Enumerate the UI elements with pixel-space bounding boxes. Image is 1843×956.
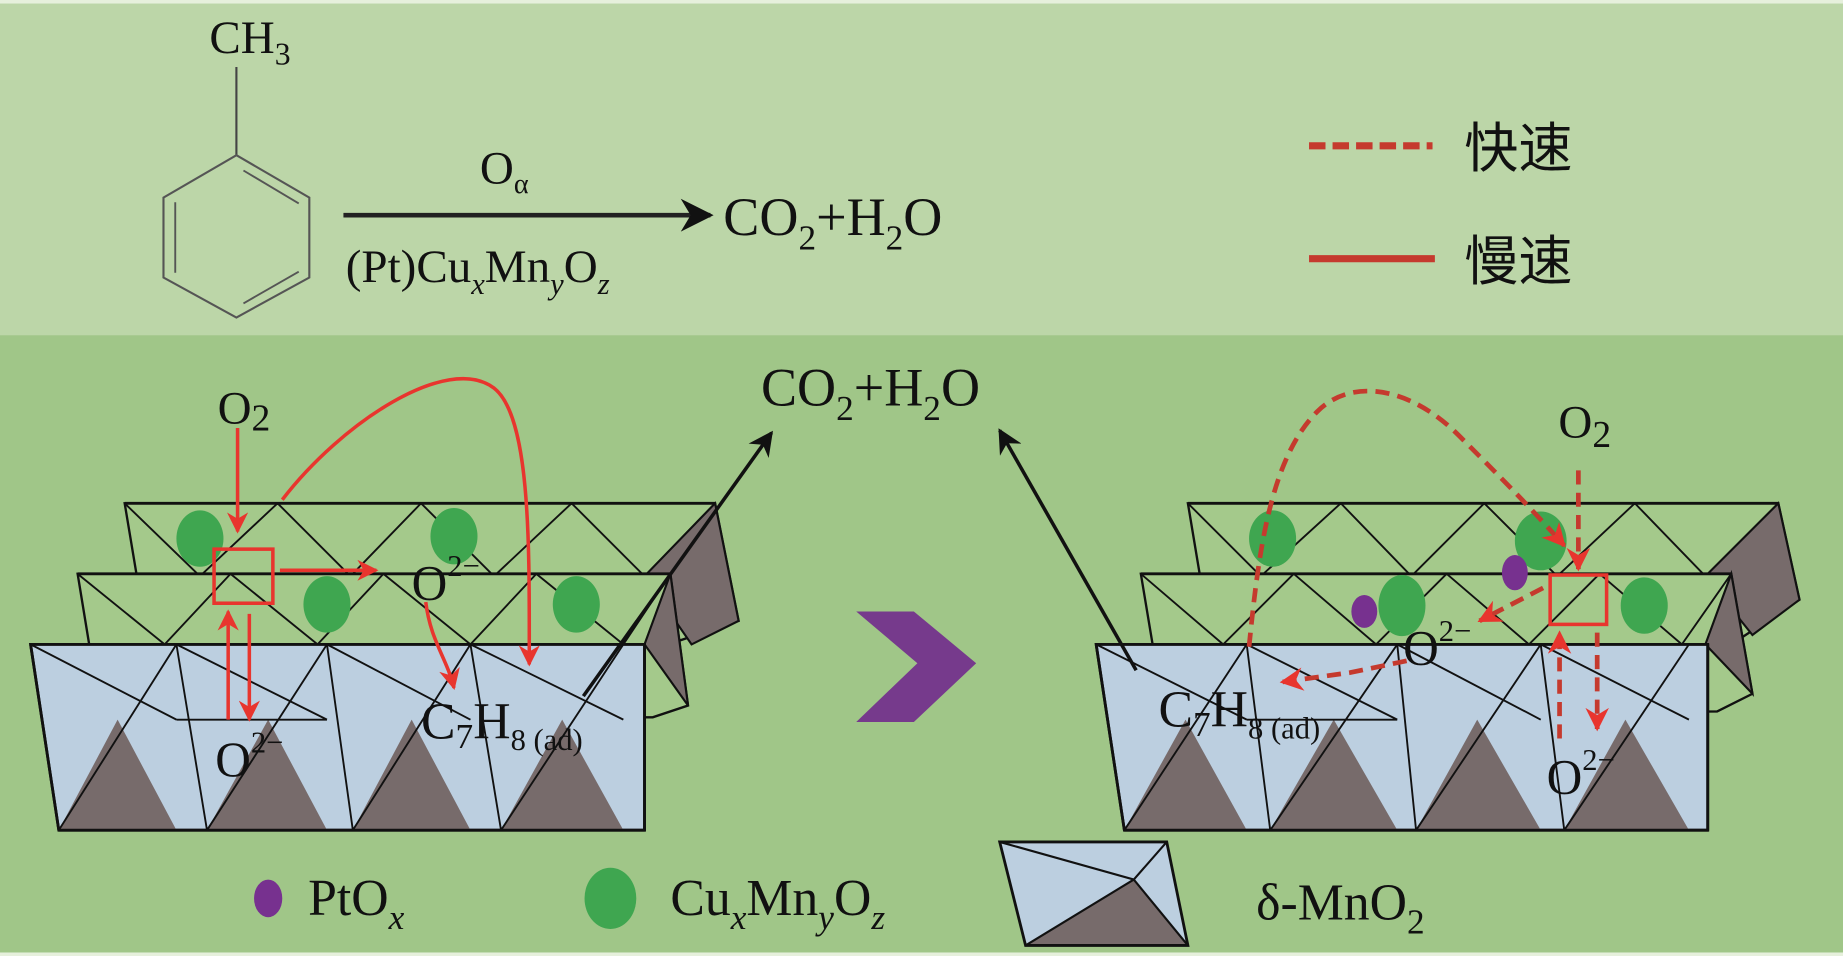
- material-legend: PtOx CuxMnyOz δ-MnO2: [254, 840, 1425, 947]
- left-toluene-label: C7H8 (ad): [421, 693, 583, 757]
- oxidant-label: Oα: [480, 142, 529, 199]
- left-reaction-paths: [212, 376, 540, 722]
- comparison-chevron-icon: [856, 611, 977, 722]
- center-product-label: CO2+H2O: [761, 358, 980, 428]
- right-reaction-paths: [1246, 388, 1609, 739]
- cuxmnyoz-label: CuxMnyOz: [670, 870, 885, 937]
- slow-path-label: 慢速: [1464, 230, 1572, 293]
- right-o2minus-bottom-label: O2−: [1547, 743, 1615, 805]
- fast-oxidation-arc: [1246, 388, 1567, 647]
- right-o2minus-mid-label: O2−: [1403, 614, 1471, 676]
- o2minus-to-toluene-arrow: [424, 601, 460, 690]
- left-o2minus-mid-label: O2−: [412, 549, 480, 611]
- methyl-group-label: CH3: [209, 12, 290, 72]
- fast-path-label: 快速: [1464, 117, 1572, 180]
- left-catalyst-structure: [28, 501, 740, 832]
- mno2-octahedron-swatch: [997, 840, 1190, 947]
- slow-oxidation-arc: [280, 376, 540, 667]
- right-toluene-label: C7H8 (ad): [1158, 682, 1320, 746]
- left-o2-label: O2: [218, 382, 271, 439]
- mno2-label: δ-MnO2: [1256, 875, 1425, 942]
- right-product-release-arrow: [998, 428, 1138, 672]
- right-o2-label: O2: [1558, 396, 1611, 455]
- right-o2minus-to-toluene-arrow: [1279, 658, 1408, 691]
- oxygen-vacancy-box: [212, 547, 275, 605]
- right-lattice-oxygen-migration-arrow: [1477, 585, 1545, 623]
- right-catalyst-structure: [1094, 501, 1801, 832]
- left-product-release-arrow: [581, 430, 773, 698]
- toluene-structure: [162, 67, 311, 319]
- catalyst-label: (Pt)CuxMnyOz: [346, 241, 610, 301]
- path-legend: 快速 慢速: [1309, 117, 1572, 293]
- cuxmnyoz-swatch: [584, 867, 637, 929]
- reaction-product-label: CO2+H2O: [723, 187, 942, 257]
- right-oxygen-vacancy-box: [1548, 573, 1609, 627]
- ptox-swatch: [254, 879, 283, 918]
- left-o2minus-bottom-label: O2−: [215, 726, 283, 788]
- ptox-label: PtOx: [308, 870, 405, 937]
